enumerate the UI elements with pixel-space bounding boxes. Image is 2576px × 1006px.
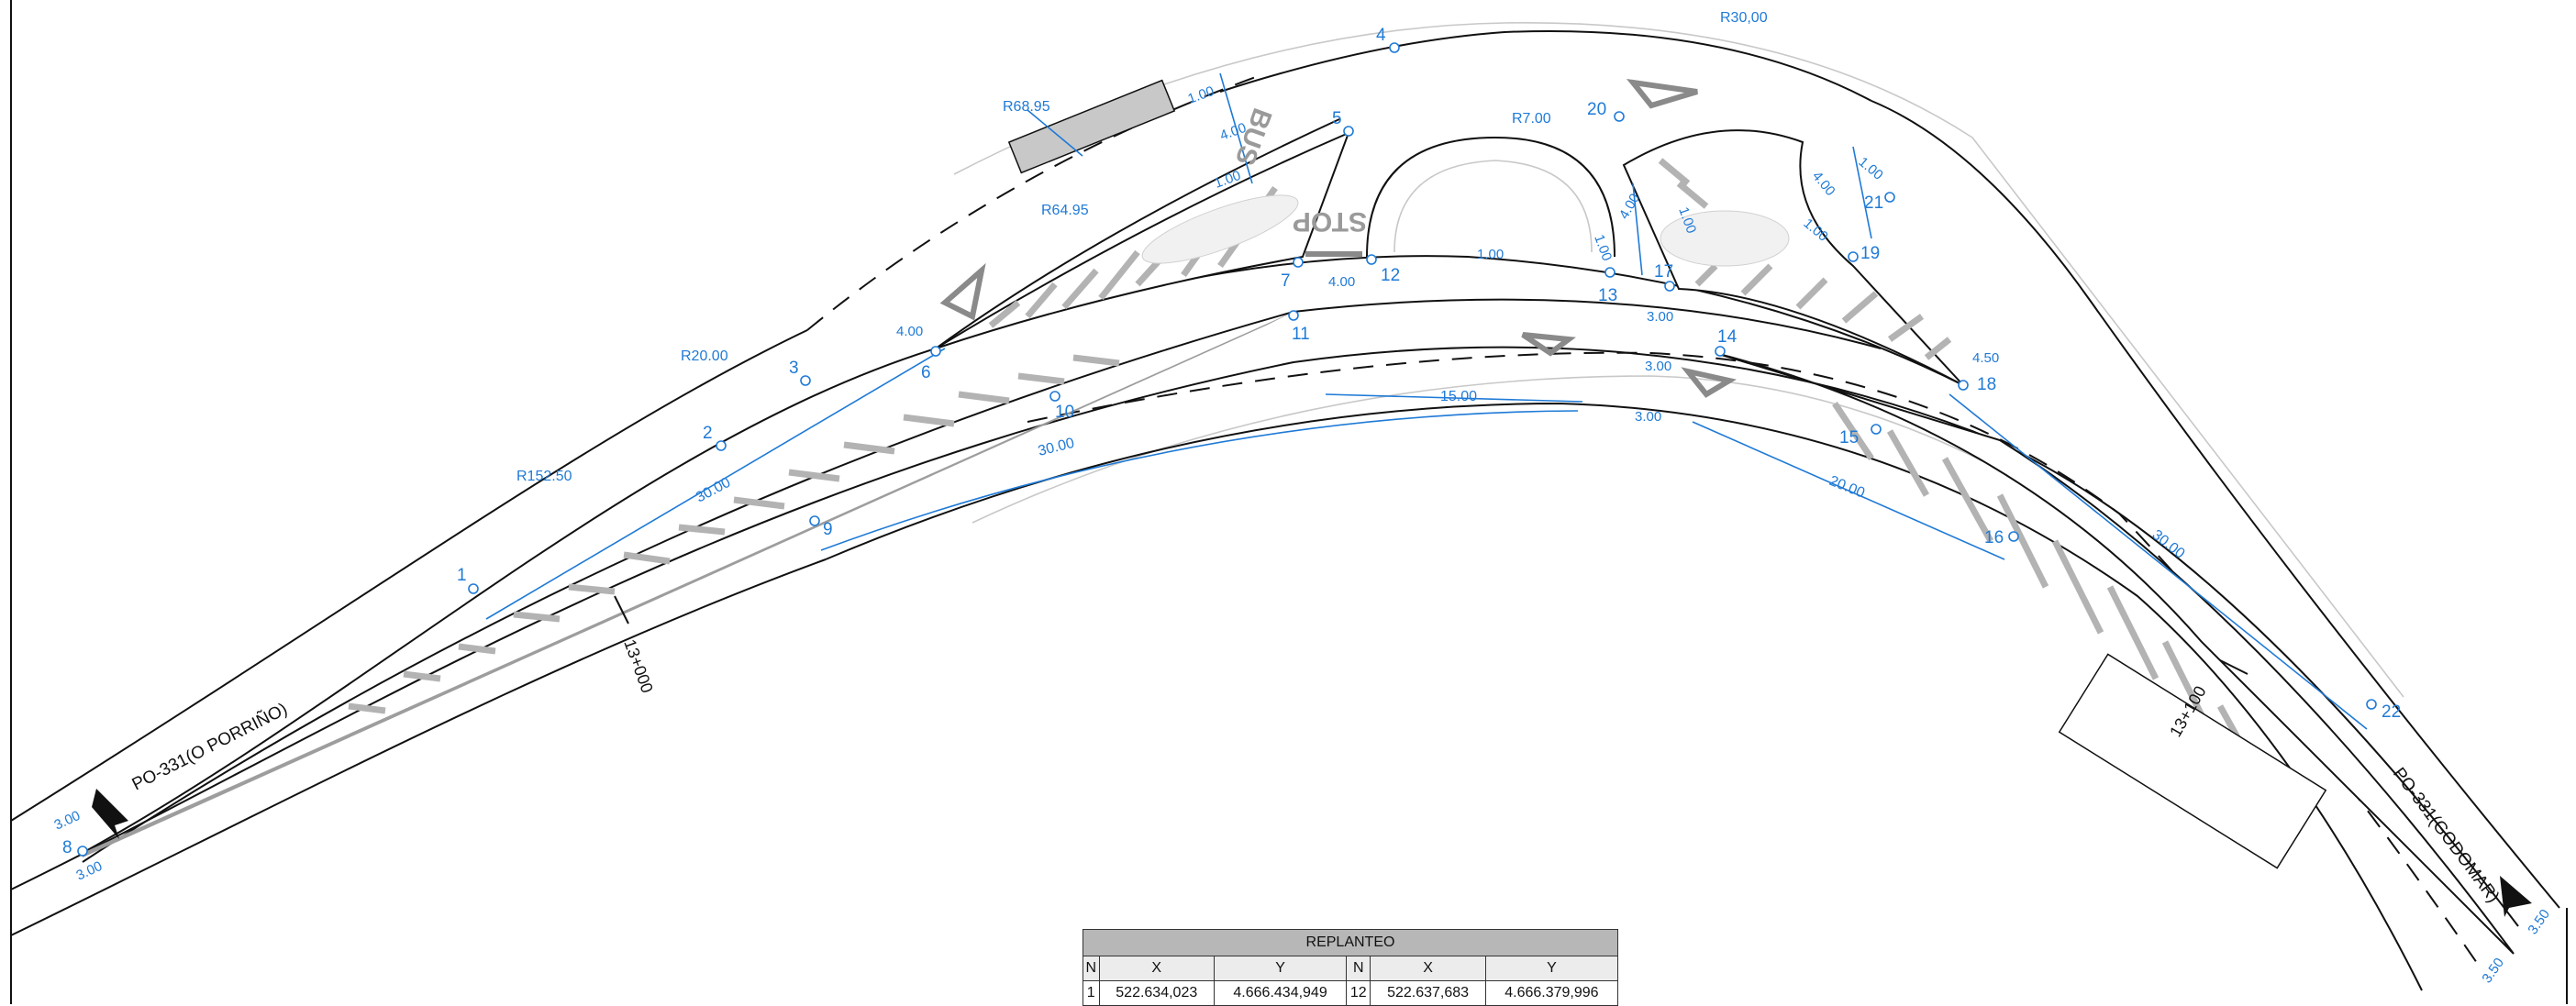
radius-label-r152: R152.50 — [516, 469, 572, 484]
dim-label-d_3b: 3.00 — [1645, 359, 1671, 374]
yield-triangle-east — [1681, 367, 1737, 398]
point-label-8: 8 — [62, 838, 72, 857]
point-label-4: 4 — [1376, 26, 1386, 45]
dim-label-d_15: 15.00 — [1440, 389, 1477, 404]
yield-triangle-south — [1521, 332, 1576, 357]
main-lane-edge-a — [10, 346, 2519, 927]
dim-label-d_1d: 1.00 — [1591, 233, 1615, 263]
yield-triangle-west — [939, 262, 986, 321]
yield-triangle-north — [1626, 78, 1698, 109]
col-header-n1: N — [1083, 956, 1100, 981]
dim-label-d_1a: 1.00 — [1186, 83, 1216, 107]
point-label-12: 12 — [1381, 266, 1400, 285]
main-lane-edge-c — [825, 402, 2423, 991]
col-header-y2: Y — [1484, 956, 1619, 981]
dim-label-d_3d: 3.00 — [52, 808, 83, 834]
dim-label-d_4c: 4.00 — [896, 324, 923, 339]
station-label-13000: 13+000 — [620, 637, 657, 696]
dim-label-d_30b: 30.00 — [1037, 436, 1076, 459]
lane-edge-lower — [1293, 298, 1882, 349]
point-label-15: 15 — [1839, 428, 1859, 448]
point-label-18: 18 — [1977, 375, 1996, 394]
point-label-11: 11 — [1292, 325, 1310, 344]
bus-stop-platform — [1007, 79, 1176, 174]
point-label-2: 2 — [703, 424, 713, 443]
col-header-x1: X — [1098, 956, 1216, 981]
table-header-row: N X Y N X Y — [1083, 956, 1619, 981]
merge-dashed-line-north — [806, 72, 1267, 331]
road-label-left: PO-331(O PORRIÑO) — [128, 699, 290, 794]
gore-area-southeast — [1715, 352, 2515, 955]
dim-label-d_4e: 4.00 — [1809, 169, 1838, 199]
point-label-5: 5 — [1332, 109, 1342, 128]
table-title: REPLANTEO — [1083, 929, 1618, 956]
cell-x1: 522.634,023 — [1098, 980, 1216, 1006]
inner-road-edge-mid — [82, 311, 1294, 863]
dim-label-d_3e: 3.00 — [74, 858, 105, 884]
outer-road-edge-north-2 — [1219, 29, 1872, 102]
turning-island-inner — [1393, 160, 1593, 253]
gore-area-island-north — [935, 131, 1350, 349]
turning-island — [1366, 136, 1616, 258]
dim-label-d_350b: 3.50 — [2479, 956, 2507, 987]
cell-n1: 1 — [1083, 980, 1100, 1006]
cell-x2: 522.637,683 — [1370, 980, 1486, 1006]
gore-area-west — [83, 312, 1294, 857]
outer-road-edge-east — [1871, 100, 2560, 909]
dimension-lines — [485, 72, 2368, 730]
radius-label-r30: R30,00 — [1720, 10, 1768, 26]
point-label-3: 3 — [789, 359, 799, 378]
point-label-17: 17 — [1654, 262, 1673, 282]
dim-label-d_1c: 1.00 — [1477, 247, 1504, 262]
station-tick-13100 — [2219, 659, 2248, 675]
cell-y2: 4.666.379,996 — [1484, 980, 1619, 1006]
col-header-n2: N — [1346, 956, 1371, 981]
stop-line — [1305, 251, 1362, 257]
radius-label-r7: R7.00 — [1512, 111, 1551, 127]
point-label-14: 14 — [1717, 327, 1738, 347]
roadside-building — [2058, 653, 2327, 869]
point-label-22: 22 — [2382, 702, 2401, 722]
point-label-1: 1 — [457, 566, 467, 585]
point-label-21: 21 — [1864, 193, 1883, 213]
point-label-6: 6 — [921, 363, 931, 382]
outer-boundary-south — [972, 375, 2258, 661]
table-row: 1 522.634,023 4.666.434,949 12 522.637,6… — [1083, 980, 1619, 1006]
radius-label-r20: R20.00 — [681, 348, 728, 364]
outer-road-edge-north — [10, 329, 808, 822]
stop-pavement-marking: STOP — [1293, 206, 1367, 237]
point-label-7: 7 — [1281, 271, 1291, 291]
col-header-y1: Y — [1214, 956, 1348, 981]
dim-label-d_3c: 3.00 — [1635, 409, 1661, 425]
dim-label-d_30a: 30.00 — [694, 475, 733, 506]
replanteo-table: REPLANTEO N X Y N X Y 1 522.634,023 4.66… — [1083, 929, 1619, 1006]
dim-label-d_350a: 3.50 — [2525, 907, 2553, 938]
point-label-10: 10 — [1055, 403, 1074, 422]
cell-y1: 4.666.434,949 — [1214, 980, 1348, 1006]
point-label-13: 13 — [1598, 286, 1617, 305]
radius-label-r68: R68.95 — [1003, 99, 1050, 115]
dim-label-d_3a: 3.00 — [1647, 309, 1673, 325]
main-lane-edge-b — [10, 558, 827, 936]
arrow-left-icon — [92, 789, 128, 839]
point-label-20: 20 — [1587, 100, 1606, 119]
dim-label-d_450: 4.50 — [1972, 350, 1999, 366]
inner-road-edge-north — [82, 255, 1964, 854]
cell-n2: 12 — [1346, 980, 1371, 1006]
point-label-19: 19 — [1860, 244, 1880, 263]
branch-road-edge — [935, 118, 1340, 349]
dim-label-d_4b: 4.00 — [1328, 274, 1355, 290]
radius-label-r64: R64.95 — [1041, 203, 1089, 218]
arrow-right-icon — [2500, 876, 2532, 917]
point-label-9: 9 — [823, 520, 833, 539]
point-markers — [77, 42, 2377, 857]
dim-label-d_20: 20.00 — [1827, 473, 1868, 502]
col-header-x2: X — [1370, 956, 1486, 981]
gore-area-east — [1622, 129, 1964, 386]
station-tick-13000 — [614, 595, 629, 625]
point-label-16: 16 — [1984, 528, 2004, 547]
